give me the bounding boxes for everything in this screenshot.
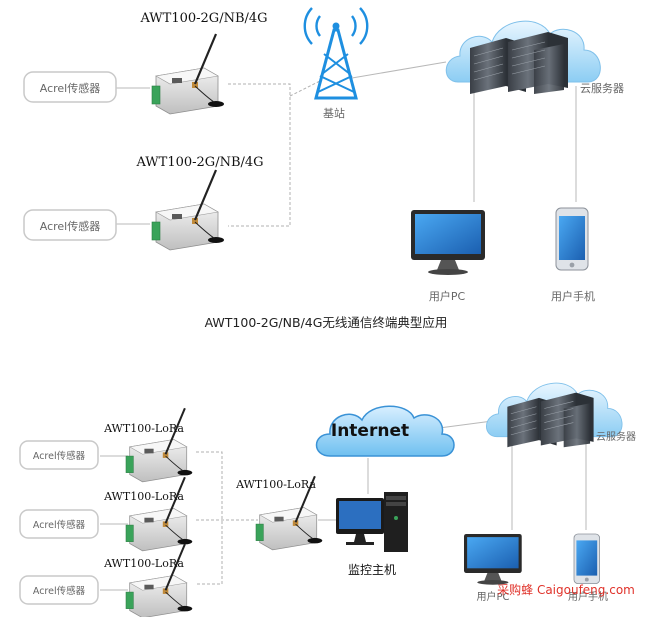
bottom-pc-icon	[464, 534, 522, 585]
top-pc-icon	[411, 210, 485, 275]
bottom-device-label-2: AWT100-LoRa	[103, 490, 184, 503]
host-computer-icon	[336, 492, 408, 552]
internet-label: Internet	[331, 421, 409, 441]
top-phone-label: 用户手机	[551, 289, 595, 303]
top-device-label-1: AWT100-2G/NB/4G	[139, 11, 267, 26]
sensor-label: Acrel传感器	[40, 82, 100, 95]
bottom-module-1	[124, 407, 194, 483]
bottom-sensor-2: Acrel传感器	[19, 509, 99, 539]
base-station-label: 基站	[323, 106, 345, 120]
bottom-module-3	[124, 543, 194, 617]
watermark: 采购蜂 Caigoufeng.com	[497, 582, 635, 597]
bottom-diagram: Acrel传感器 Acrel传感器 Acrel传感器 AWT100-LoRa A…	[19, 382, 636, 617]
host-label: 监控主机	[348, 563, 396, 577]
bottom-phone-icon	[573, 533, 600, 584]
bottom-module-2	[124, 476, 194, 552]
bottom-cloud-label: 云服务器	[596, 430, 636, 443]
sensor-label: Acrel传感器	[33, 585, 86, 597]
top-pc-label: 用户PC	[429, 289, 466, 303]
top-cloud-server-icon	[445, 20, 601, 95]
bottom-device-label-1: AWT100-LoRa	[103, 422, 184, 435]
bottom-sensor-3: Acrel传感器	[19, 575, 99, 605]
top-caption: AWT100-2G/NB/4G无线通信终端典型应用	[205, 315, 448, 330]
top-sensor-2: Acrel传感器	[23, 209, 117, 241]
bottom-device-label-3: AWT100-LoRa	[103, 557, 184, 570]
top-diagram: Acrel传感器 Acrel传感器 AWT100-2G/NB/4G AWT100…	[23, 7, 624, 330]
top-wires	[116, 61, 577, 227]
base-station-icon	[303, 7, 369, 100]
sensor-label: Acrel传感器	[33, 450, 86, 462]
top-device-label-2: AWT100-2G/NB/4G	[135, 155, 263, 170]
bottom-pc-label: 用户PC	[476, 590, 509, 603]
bottom-gateway-label: AWT100-LoRa	[235, 478, 316, 491]
bottom-phone-label: 用户手机	[568, 590, 608, 603]
sensor-label: Acrel传感器	[33, 519, 86, 531]
sensor-label: Acrel传感器	[40, 220, 100, 233]
bottom-sensor-1: Acrel传感器	[19, 440, 99, 470]
top-cloud-label: 云服务器	[580, 82, 624, 95]
internet-cloud-icon	[315, 405, 455, 457]
top-phone-icon	[555, 207, 589, 271]
top-module-1	[150, 32, 226, 116]
top-sensor-1: Acrel传感器	[23, 71, 117, 103]
top-module-2	[150, 168, 226, 252]
